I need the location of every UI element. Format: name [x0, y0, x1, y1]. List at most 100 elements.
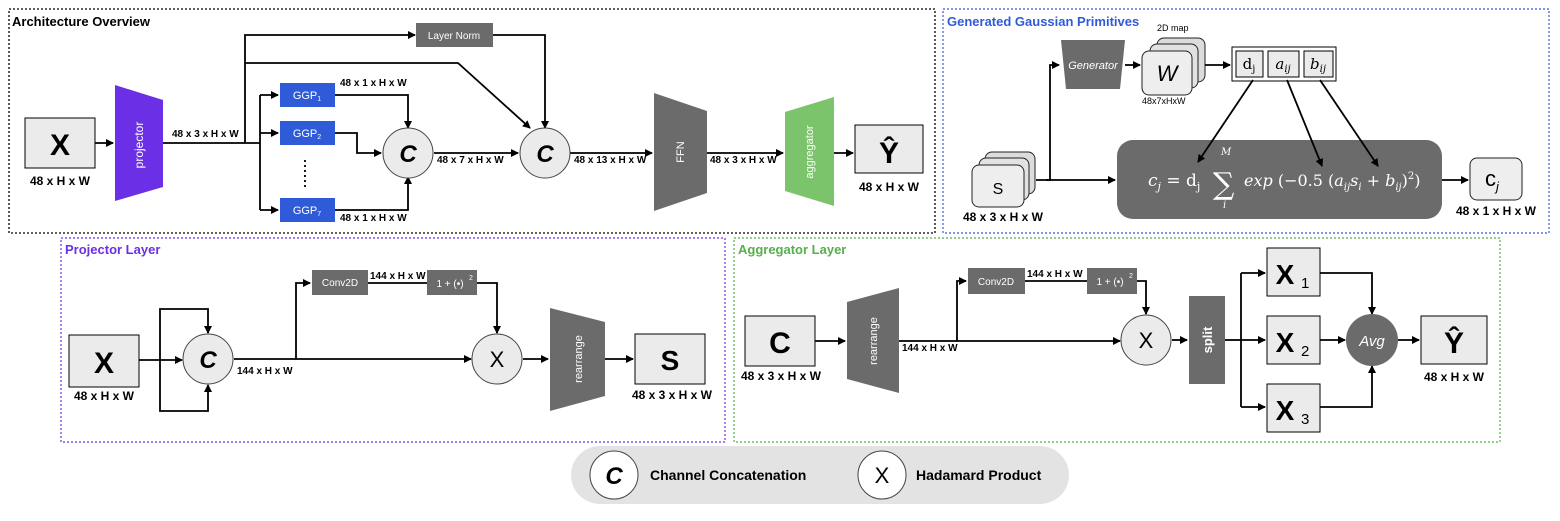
legend: C Channel Concatenation X Hadamard Produ… [571, 446, 1069, 504]
al-conv2d-label: Conv2D [978, 277, 1014, 288]
pl-input-box [68, 334, 140, 388]
pl-concat [182, 333, 234, 385]
al-input-symbol: C [769, 327, 791, 360]
arch-concat-1-dim: 48 x 7 x H x W [437, 155, 504, 166]
arch-output-dim: 48 x H x W [859, 180, 920, 194]
al-output-box [1420, 315, 1488, 365]
architecture-overview-panel: Architecture Overview X 48 x H x W proje… [8, 8, 936, 234]
al-x2-symbol: X [1276, 327, 1295, 358]
formula-sum-top: M [1220, 147, 1232, 158]
al-split-label: split [1200, 326, 1215, 353]
al-rearrange [847, 288, 899, 393]
al-avg [1346, 314, 1398, 366]
arch-concat-1-symbol: C [399, 141, 417, 168]
formula-sum: ∑ [1213, 167, 1235, 202]
pl-input-symbol: X [94, 347, 114, 380]
legend-hadamard-symbol: X [875, 463, 890, 488]
al-activation-sup: 2 [1129, 273, 1133, 280]
al-x3-symbol: X [1276, 395, 1295, 426]
al-input-dim: 48 x 3 x H x W [741, 369, 822, 383]
al-output-dim: 48 x H x W [1424, 370, 1485, 384]
pl-rearrange [550, 308, 605, 411]
arch-ggp-1-label: GGP1 [293, 90, 321, 103]
al-conv-dim: 144 x H x W [1027, 269, 1083, 280]
arch-ggp-1 [280, 83, 335, 107]
arch-concat-2-symbol: C [536, 141, 554, 168]
legend-concat-circle [589, 450, 639, 500]
pl-activation-label: 1 + (•) [436, 279, 463, 290]
pl-concat-symbol: C [199, 347, 217, 374]
gaussian-title: Generated Gaussian Primitives [947, 14, 1139, 29]
arch-ggp-7-label: GGP7 [293, 205, 321, 218]
al-connections [815, 269, 1420, 411]
gaussian-connections [1036, 61, 1469, 184]
formula-lhs: cj = dj [1148, 171, 1200, 193]
s-symbol: S [993, 181, 1004, 198]
pl-conv2d [312, 270, 368, 295]
gaussian-generator-label: Generator [1068, 60, 1119, 72]
aggregator-layer-title: Aggregator Layer [738, 242, 846, 257]
w-stack-front [1141, 50, 1193, 96]
pl-output-dim: 48 x 3 x H x W [632, 388, 713, 402]
al-output-symbol: Ŷ [1444, 326, 1464, 360]
projector-layer-panel: Projector Layer X 48 x H x W C 144 x H x… [60, 237, 726, 443]
pl-activation [427, 270, 477, 295]
arch-projector-label: projector [132, 122, 146, 169]
pl-rearrange-label: rearrange [573, 335, 585, 383]
formula-sum-bottom: i [1223, 200, 1226, 211]
al-x1-symbol: X [1276, 259, 1295, 290]
arch-output-symbol: Ŷ [879, 136, 899, 170]
arch-concat-2-dim: 48 x 13 x H x W [574, 155, 647, 166]
al-x2-box [1266, 315, 1321, 365]
arch-concat-2 [519, 127, 571, 179]
param-d-box [1235, 50, 1264, 78]
legend-concat-symbol: C [605, 463, 623, 490]
pl-output-symbol: S [661, 345, 680, 376]
aggregator-layer-panel: Aggregator Layer C 48 x 3 x H x W rearra… [733, 237, 1501, 443]
arch-output-box [854, 124, 924, 174]
arch-ggp-2 [280, 121, 335, 145]
w-symbol: W [1157, 61, 1180, 86]
param-a-box [1267, 50, 1300, 78]
al-avg-label: Avg [1358, 333, 1385, 350]
pl-hadamard [471, 333, 523, 385]
al-x1-sub: 1 [1301, 275, 1309, 292]
al-conv2d [968, 268, 1025, 294]
pl-conv2d-label: Conv2D [322, 278, 358, 289]
arch-ffn [654, 93, 707, 211]
arch-projector [115, 85, 163, 201]
arch-ggp-2-label: GGP2 [293, 128, 321, 141]
al-hadamard-symbol: X [1139, 328, 1154, 353]
param-b-box [1303, 50, 1334, 78]
w-dim: 48x7xHxW [1142, 96, 1186, 106]
s-dim: 48 x 3 x H x W [963, 210, 1044, 224]
arch-input-dim: 48 x H x W [30, 174, 91, 188]
legend-hadamard-circle [857, 450, 907, 500]
legend-pill [571, 446, 1069, 504]
arch-aggregator-label: aggregator [804, 125, 816, 179]
arch-layer-norm [416, 23, 493, 47]
pl-hadamard-symbol: X [490, 347, 505, 372]
arch-ggp-7 [280, 198, 335, 222]
projector-layer-border [60, 237, 726, 443]
pl-output-box [634, 333, 706, 385]
architecture-border [8, 8, 936, 234]
arch-aggregator [785, 97, 834, 206]
al-activation-label: 1 + (•) [1096, 277, 1123, 288]
pl-conv-dim: 144 x H x W [370, 271, 426, 282]
architecture-title: Architecture Overview [12, 14, 151, 29]
pl-connections [139, 279, 634, 412]
arch-ffn-label: FFN [675, 141, 687, 162]
param-d: dj [1243, 55, 1256, 75]
arch-input-symbol: X [50, 129, 70, 162]
al-x1-box [1266, 247, 1321, 297]
al-rearrange-label: rearrange [868, 317, 880, 365]
arch-ggp1-dim: 48 x 1 x H x W [340, 78, 407, 89]
arch-layer-norm-label: Layer Norm [428, 31, 480, 42]
s-stack-front [971, 164, 1025, 208]
map-label: 2D map [1157, 23, 1189, 33]
aggregator-layer-border [733, 237, 1501, 443]
arch-concat-1 [382, 127, 434, 179]
legend-hadamard-label: Hadamard Product [916, 467, 1042, 483]
